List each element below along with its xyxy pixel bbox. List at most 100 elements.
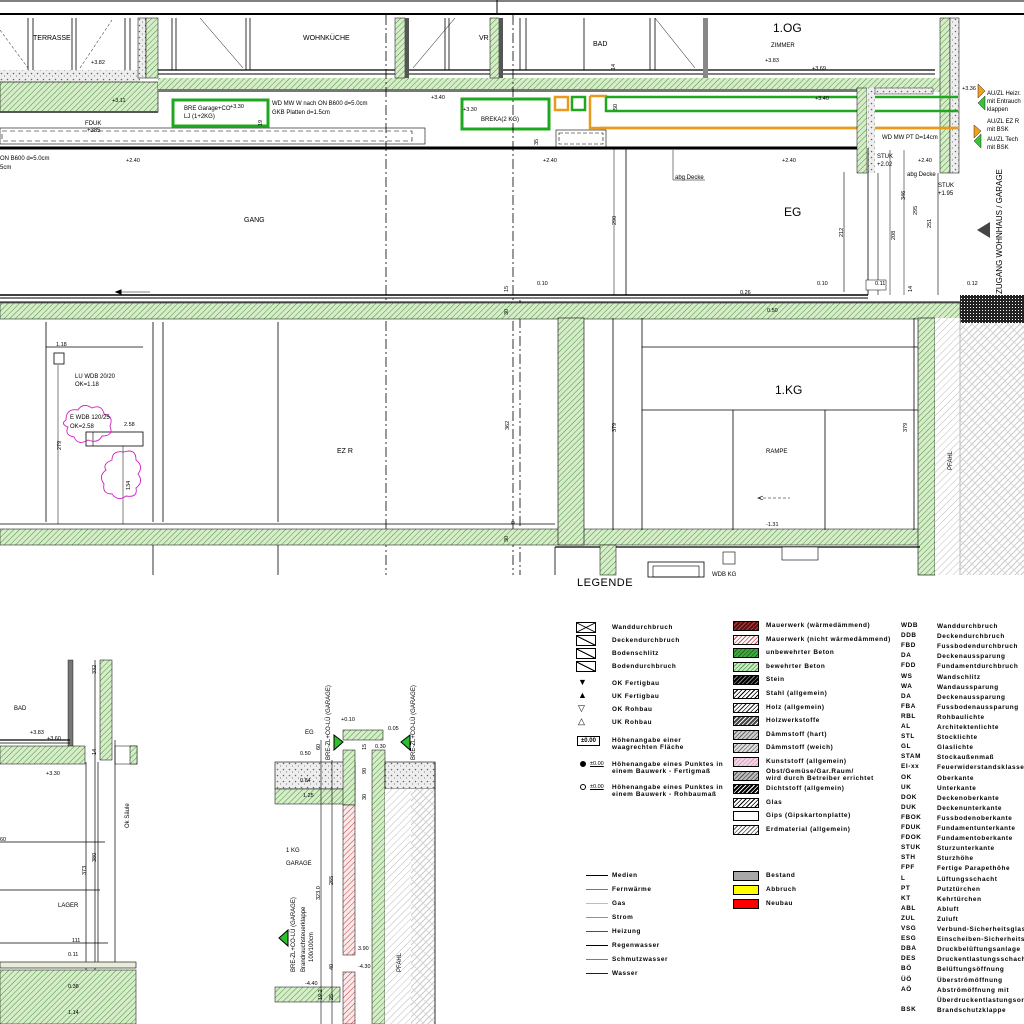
dimension: 380 (92, 853, 98, 862)
abbreviation-meaning: Abluft (937, 905, 960, 913)
dimension: 25 (329, 994, 335, 1000)
title-frame (0, 0, 1024, 15)
elevation: 2.58 (124, 422, 135, 428)
dimension: 19 (258, 120, 264, 126)
elevation: 0.50 (767, 308, 778, 314)
abbreviation-code: AÖ (901, 985, 912, 993)
material-swatch (733, 716, 759, 727)
point-level-filled-icon: ±0.00 (576, 761, 604, 768)
abbreviation-meaning: Deckenoberkante (937, 794, 1000, 802)
abbreviation-meaning: Architektenlichte (937, 724, 1000, 731)
elevation: 0.11 (68, 952, 78, 958)
abbreviation-meaning: Oberkante (937, 774, 975, 782)
elevation: -1.31 (766, 522, 779, 528)
room-rampe: RAMPE (766, 449, 787, 455)
opening-note-1b: OK=1.18 (75, 382, 100, 388)
dimension: 111 (72, 938, 80, 944)
section-note-1: BRE-ZL+CO-LÜ (GARAGE) (325, 685, 332, 760)
abbreviation-code: FPF (901, 864, 915, 872)
dimension: 332 (92, 665, 98, 674)
pfahl-label: PFAHL (948, 450, 954, 470)
section-note-3: BRE-ZL+CO-LÜ (GARAGE) (290, 897, 297, 972)
material-label: Gips (Gipskartonplatte) (766, 812, 851, 820)
duct-bre-garage (171, 98, 270, 128)
abbreviation-code: OK (901, 773, 912, 781)
point-level-outline-icon-marker (580, 784, 586, 790)
vent-note-1a: AU/ZL Heizr. (987, 91, 1021, 97)
abbreviation-code: BSK (901, 1005, 917, 1013)
material-swatch (733, 825, 759, 835)
wall-opening-icon (576, 622, 596, 633)
abbreviation-code: AL (901, 723, 911, 730)
abbreviation-code: WS (901, 672, 913, 680)
status-swatch-bestand (733, 871, 759, 881)
abbreviation-meaning: Stocklichte (937, 734, 978, 742)
abbreviation-code: ZUL (901, 914, 916, 922)
section-arrow-green-2 (400, 733, 411, 752)
legend-symbol-label: UK Rohbau (612, 719, 653, 726)
abbreviation-meaning: Verbund-Sicherheitsglas (937, 926, 1024, 933)
elevation: +3.30 (46, 771, 60, 777)
abbreviation-meaning: Fundamentoberkante (937, 835, 1013, 843)
line-sample-7 (586, 973, 608, 974)
abbreviation-code: FBD (901, 642, 916, 650)
abbreviation-code: WA (901, 682, 913, 690)
filled-triangle-down-icon: ▼ (578, 677, 587, 687)
dimension: 9 (511, 521, 517, 524)
material-swatch (733, 661, 759, 672)
dimension: 379 (612, 423, 618, 432)
stuk-value-1: +2.02 (877, 162, 893, 168)
abbreviation-code: EI-xx (901, 763, 920, 771)
line-label: Fernwärme (612, 886, 652, 893)
material-label: Mauerwerk (nicht wärmedämmend) (766, 635, 891, 643)
dimension: 279 (57, 441, 63, 450)
material-swatch (733, 729, 759, 740)
outline-triangle-down-icon: ▽ (578, 703, 585, 713)
material-label: Holzwerkstoffe (766, 717, 820, 725)
stuk-value-2: +1.95 (938, 191, 954, 197)
abbreviation-meaning: Einscheiben-Sicherheitsglas (937, 936, 1024, 944)
abbreviation-meaning: Fertige Parapethöhe (937, 865, 1011, 873)
elevation: 1.25 (303, 793, 314, 799)
elevation: +3.40 (431, 95, 445, 101)
line-label: Regenwasser (612, 942, 660, 949)
abbreviation-meaning: Glaslichte (937, 744, 974, 752)
abbreviation-code: GL (901, 743, 912, 751)
stuk-label-2: STUK (938, 183, 954, 189)
dimension: 14 (611, 64, 617, 70)
section-garage (274, 729, 436, 1024)
line-sample-5 (586, 945, 608, 946)
level-1kg: 1.KG (775, 383, 802, 397)
wall-note-2: GKB Platten d=1.5cm (272, 110, 330, 116)
abbreviation-code: STAM (901, 753, 922, 761)
dimension: 60 (0, 837, 6, 843)
level-box-icon: ±0.00 (577, 736, 600, 746)
status-label: Neubau (766, 900, 794, 907)
abbreviation-code: FBA (901, 702, 916, 710)
abbreviation-meaning: Zuluft (937, 915, 959, 923)
basement-section (0, 317, 1024, 578)
abbreviation-meaning: Sturzhöhe (937, 855, 974, 863)
section-note-6: Ok Säule (125, 803, 131, 828)
vent-note-2a: AU/ZL EZ R (987, 119, 1020, 125)
line-sample-3 (586, 917, 608, 918)
material-swatch (733, 702, 759, 713)
elevation: -4.40 (305, 981, 318, 987)
elevation: 1.18 (56, 342, 67, 348)
legend-symbol-label: Wanddurchbruch (612, 624, 674, 631)
material-label: Holz (allgemein) (766, 703, 825, 711)
dimension: 35 (534, 139, 540, 145)
elevation: 0.38 (68, 984, 79, 990)
dimension: 265 (329, 876, 335, 885)
abbreviation-code: FDD (901, 662, 916, 670)
elevation: 0.26 (740, 290, 751, 296)
legend-symbol-label: UK Fertigbau (612, 693, 660, 700)
abbreviation-code: DUK (901, 803, 917, 811)
material-label: Obst/Gemüse/Gar.Raum/wird durch Betreibe… (766, 768, 874, 782)
elevation: +3.83 (30, 730, 44, 736)
elevation: +2.40 (782, 158, 796, 164)
abbreviation-code: BÖ (901, 965, 912, 973)
